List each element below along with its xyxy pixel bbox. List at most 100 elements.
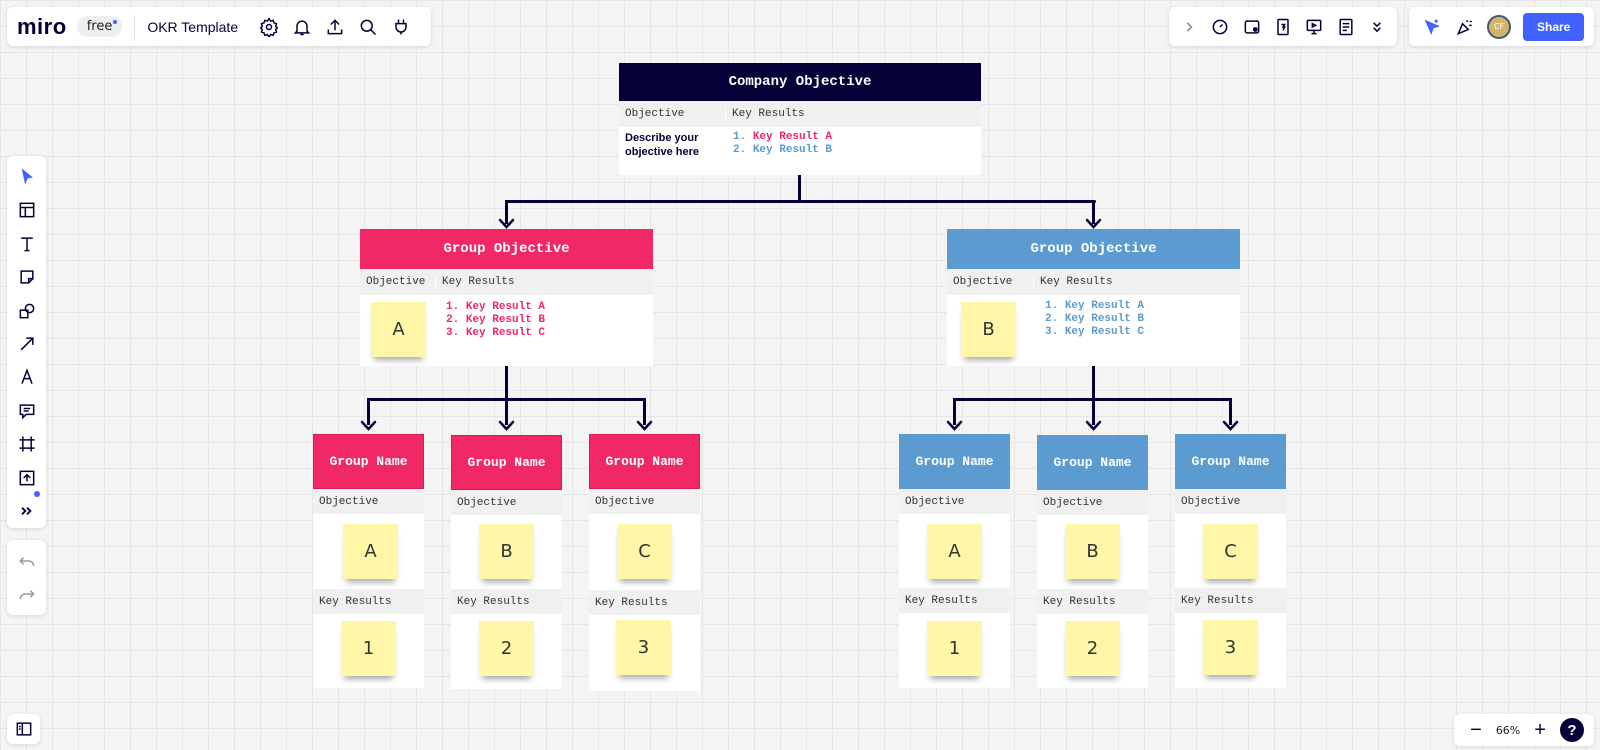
connector-line [505, 200, 508, 224]
sticky-note[interactable]: A [371, 302, 426, 357]
settings-icon[interactable] [252, 10, 285, 43]
key-result-item: 1. Key Result A [446, 301, 546, 313]
objective-label-row: Objective [1037, 490, 1148, 515]
connector-line [1092, 365, 1095, 425]
column-headers: Objective Key Results [947, 269, 1240, 295]
key-result-text: Key Result B [752, 144, 833, 156]
key-result-item: 2. Key Result B [733, 144, 832, 157]
team-card[interactable]: Group Name Objective Key Results [899, 434, 1010, 688]
notes-icon[interactable] [1330, 10, 1361, 43]
search-icon[interactable] [351, 10, 384, 43]
zoom-out-button[interactable]: − [1470, 718, 1482, 741]
sticky-note[interactable]: 1 [341, 621, 396, 676]
team-title: Group Name [899, 434, 1010, 489]
connector-line [1229, 398, 1232, 425]
key-results-column-label: Key Results [442, 276, 515, 288]
cursor-icon[interactable] [1415, 10, 1448, 43]
objective-label-row: Objective [313, 489, 424, 514]
group-objective-title: Group Objective [360, 229, 653, 269]
key-results-column-label: Key Results [732, 108, 805, 120]
text-icon[interactable] [7, 227, 46, 260]
team-title: Group Name [1037, 435, 1148, 490]
board-title[interactable]: OKR Template [147, 18, 239, 35]
sticky-note[interactable]: 3 [1203, 620, 1258, 675]
company-objective-body: Describe your objective here 1. Key Resu… [619, 127, 981, 159]
calendar-icon[interactable] [1267, 10, 1298, 43]
present-icon[interactable] [1299, 10, 1330, 43]
help-button[interactable]: ? [1560, 718, 1585, 742]
key-result-item: 1. Key Result A [733, 131, 832, 144]
board-panel-toggle[interactable] [7, 714, 40, 744]
undo-icon[interactable] [10, 545, 43, 578]
frame-icon[interactable] [7, 428, 46, 461]
sticky-note[interactable]: B [1065, 524, 1120, 579]
objective-label-row: Objective [451, 490, 562, 515]
objective-label: Objective [319, 495, 379, 508]
key-result-number: 1. [733, 131, 747, 143]
company-objective-card[interactable]: Company Objective Objective Key Results … [619, 63, 981, 175]
redo-icon[interactable] [10, 578, 43, 611]
sticky-note[interactable]: 2 [1065, 621, 1120, 676]
connector-line [367, 398, 646, 401]
sticky-note[interactable]: C [617, 524, 672, 579]
sticky-note[interactable]: B [961, 302, 1016, 357]
bell-icon[interactable] [285, 10, 318, 43]
key-results-label: Key Results [1181, 594, 1254, 607]
upload-icon[interactable] [7, 461, 46, 494]
sticky-note[interactable]: C [1203, 524, 1258, 579]
key-result-item: 3. Key Result C [1045, 326, 1145, 338]
plan-badge[interactable]: free [76, 16, 123, 37]
card-icon[interactable] [1236, 10, 1267, 43]
select-icon[interactable] [7, 160, 46, 193]
objective-label: Objective [457, 496, 517, 509]
left-toolbar [7, 156, 46, 528]
key-result-number: 2. [733, 144, 747, 156]
timer-icon[interactable] [1204, 10, 1235, 43]
share-button[interactable]: Share [1523, 12, 1585, 41]
plugin-icon[interactable] [384, 10, 417, 43]
sticky-note[interactable]: 3 [616, 620, 671, 675]
top-left-toolbar: miro free OKR Template [7, 7, 431, 46]
company-objective-title: Company Objective [619, 63, 981, 101]
group-objective-card-left[interactable]: Group Objective Objective Key Results 1.… [360, 229, 653, 366]
comment-icon[interactable] [7, 394, 46, 427]
team-title: Group Name [313, 434, 424, 489]
team-title: Group Name [451, 435, 562, 490]
column-headers: Objective Key Results [619, 101, 981, 127]
zoom-level[interactable]: 66% [1495, 723, 1521, 737]
zoom-in-button[interactable]: + [1534, 718, 1546, 741]
key-results-list: 1. Key Result A 2. Key Result B [731, 131, 832, 159]
objective-label-row: Objective [589, 489, 700, 514]
avatar[interactable]: CF [1487, 14, 1511, 39]
connector-line [1092, 200, 1095, 224]
celebrate-icon[interactable] [1448, 10, 1481, 43]
sticky-note[interactable]: 2 [479, 621, 534, 676]
sticky-note[interactable]: 1 [927, 621, 982, 676]
arrow-icon[interactable] [7, 327, 46, 360]
miro-logo[interactable]: miro [17, 13, 67, 39]
team-title: Group Name [1175, 434, 1286, 489]
templates-icon[interactable] [7, 193, 46, 226]
key-results-label-row: Key Results [589, 590, 700, 615]
key-results-label-row: Key Results [451, 589, 562, 614]
shapes-icon[interactable] [7, 294, 46, 327]
sticky-note[interactable]: A [927, 524, 982, 579]
sticky-note-icon[interactable] [7, 260, 46, 293]
more-icon[interactable] [7, 495, 46, 528]
sticky-note[interactable]: B [479, 524, 534, 579]
objective-label-row: Objective [899, 489, 1010, 514]
objective-description: Describe your objective here [619, 131, 731, 159]
objective-column-label: Objective [619, 108, 726, 120]
double-chevron-down-icon[interactable] [1362, 10, 1393, 43]
sticky-note[interactable]: A [343, 524, 398, 579]
chevron-right-icon[interactable] [1173, 10, 1204, 43]
objective-text-line: Describe your [625, 132, 699, 144]
sidebar-icon[interactable] [7, 713, 40, 746]
key-results-column-label: Key Results [1040, 276, 1113, 288]
group-objective-title: Group Objective [947, 229, 1240, 269]
key-result-item: 1. Key Result A [1045, 300, 1145, 312]
upload-icon[interactable] [318, 10, 351, 43]
team-card[interactable]: Group Name Objective Key Results [451, 435, 562, 689]
objective-text-line: objective here [625, 146, 699, 158]
pen-icon[interactable] [7, 361, 46, 394]
